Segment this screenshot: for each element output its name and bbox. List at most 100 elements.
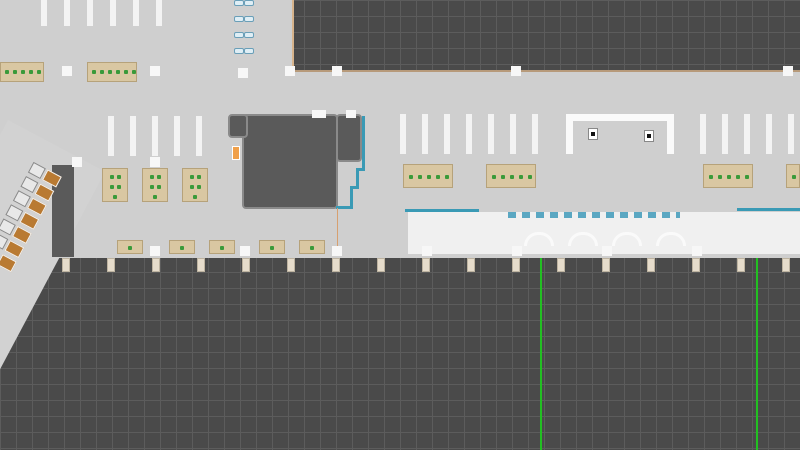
blue-seat[interactable] (244, 32, 254, 38)
table-group[interactable] (169, 240, 195, 254)
blue-seat[interactable] (244, 0, 254, 6)
pillar-icon (238, 68, 248, 78)
table-group[interactable] (259, 240, 285, 254)
bench[interactable] (4, 240, 25, 259)
kiosk-icon[interactable] (644, 130, 654, 142)
blue-seat[interactable] (234, 48, 244, 54)
lane-stripe (400, 114, 406, 154)
lane-stripe (133, 0, 139, 26)
table-group[interactable] (142, 168, 168, 202)
west-pier-edge (52, 165, 74, 257)
bench[interactable] (11, 225, 32, 245)
accent-wall (405, 209, 479, 212)
pillar-icon (312, 110, 326, 118)
seat (157, 175, 161, 179)
seat (519, 175, 523, 179)
lane-stripe (108, 116, 114, 156)
bench[interactable] (19, 211, 40, 230)
pillar-icon (242, 258, 250, 272)
bench[interactable] (34, 183, 55, 202)
blue-seat[interactable] (234, 0, 244, 6)
room-door[interactable] (232, 146, 240, 160)
seat (21, 70, 25, 74)
pillar-icon (62, 258, 70, 272)
seat (5, 70, 9, 74)
lane-stripe (87, 0, 93, 26)
kiosk-frame (566, 114, 674, 154)
gate-arch-icon[interactable] (568, 232, 598, 246)
seat (501, 175, 505, 179)
pillar-icon (422, 246, 432, 256)
pillar-icon (557, 258, 565, 272)
pillar-icon (197, 258, 205, 272)
seat (220, 246, 224, 250)
pillar-icon (647, 258, 655, 272)
seat (37, 70, 41, 74)
pillar-icon (287, 258, 295, 272)
table-group[interactable] (102, 168, 128, 202)
blue-seat[interactable] (234, 16, 244, 22)
pillar-icon (346, 110, 356, 118)
pillar-icon (107, 258, 115, 272)
seat (13, 70, 17, 74)
accent-wall (737, 208, 800, 211)
pillar-icon (692, 246, 702, 256)
seat (150, 175, 154, 179)
seat (270, 246, 274, 250)
pillar-icon (602, 246, 612, 256)
seat (193, 195, 197, 199)
table-group[interactable] (182, 168, 208, 202)
pillar-icon (285, 66, 295, 76)
seat (116, 70, 120, 74)
blue-seat[interactable] (244, 16, 254, 22)
accent-wall (350, 186, 353, 208)
table-group[interactable] (299, 240, 325, 254)
guide-line[interactable] (756, 258, 758, 450)
table-group[interactable] (703, 164, 753, 188)
accent-wall (356, 168, 365, 171)
blue-seat[interactable] (244, 48, 254, 54)
lane-stripe (152, 116, 158, 156)
table-group[interactable] (117, 240, 143, 254)
kiosk-icon[interactable] (588, 128, 598, 140)
lane-stripe (466, 114, 472, 154)
seat (108, 70, 112, 74)
table-group[interactable] (486, 164, 536, 188)
central-room-annex[interactable] (228, 114, 248, 138)
seat (117, 175, 121, 179)
table-group[interactable] (0, 62, 44, 82)
pillar-icon (737, 258, 745, 272)
central-room[interactable] (242, 114, 338, 209)
lane-stripe (444, 114, 450, 154)
table-group[interactable] (786, 164, 800, 188)
lane-stripe (766, 114, 772, 154)
pillar-icon (467, 258, 475, 272)
gate-arch-icon[interactable] (612, 232, 642, 246)
table-group[interactable] (209, 240, 235, 254)
lane-stripe (64, 0, 70, 26)
bench[interactable] (27, 197, 47, 216)
seat (492, 175, 496, 179)
east-room[interactable] (336, 114, 362, 162)
wall-line (337, 208, 338, 254)
lane-stripe (156, 0, 162, 26)
blue-seat[interactable] (234, 32, 244, 38)
gate-arch-icon[interactable] (524, 232, 554, 246)
bench[interactable] (0, 254, 17, 273)
table-group[interactable] (403, 164, 453, 188)
gate-arch-icon[interactable] (656, 232, 686, 246)
seat (510, 175, 514, 179)
pillar-icon (602, 258, 610, 272)
pillar-icon (152, 258, 160, 272)
guide-line[interactable] (540, 258, 542, 450)
seat (128, 246, 132, 250)
seat (792, 175, 796, 179)
lane-stripe (700, 114, 706, 154)
seat (100, 70, 104, 74)
pillar-icon (512, 258, 520, 272)
table-group[interactable] (87, 62, 137, 82)
gate-sign-strip (508, 212, 680, 218)
pillar-icon (332, 66, 342, 76)
seat (92, 70, 96, 74)
